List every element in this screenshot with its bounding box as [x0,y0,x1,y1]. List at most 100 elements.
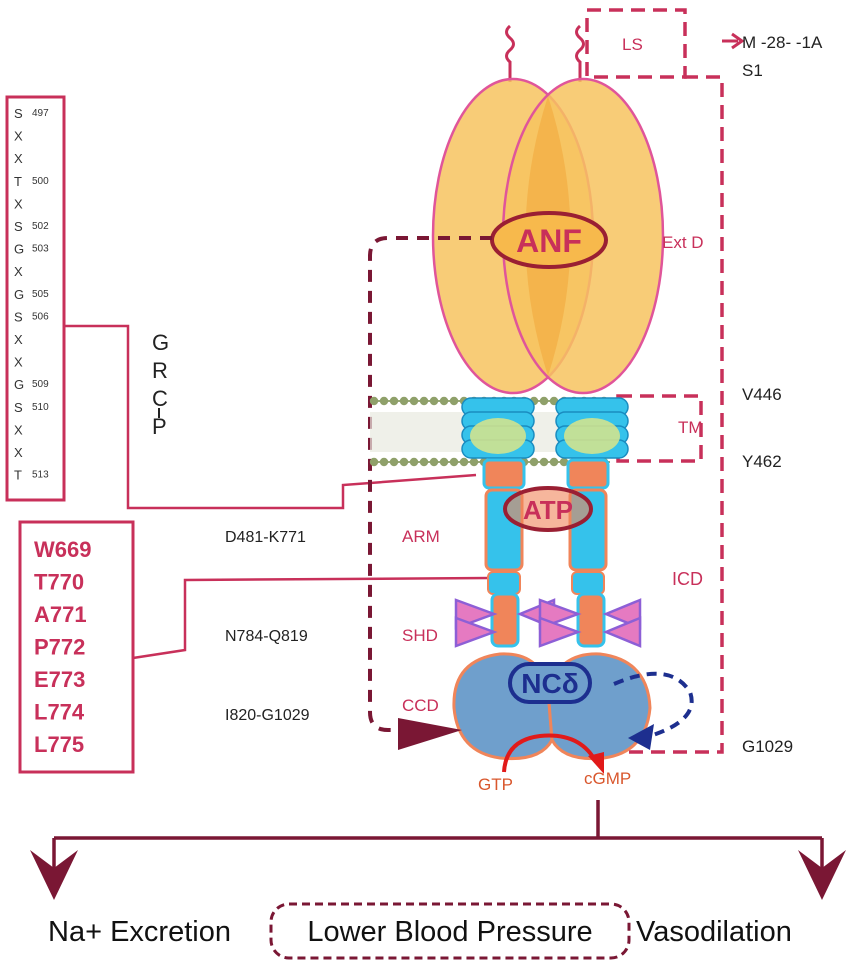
motif-residue: G [14,377,24,392]
motif-residue: X [14,196,23,211]
grcp-r: R [152,358,168,383]
motif-residue: X [14,355,23,370]
output-right-arrowhead [798,850,846,900]
cgmp-label: cGMP [584,769,631,788]
anf-feedback-path [368,236,492,732]
glycan-right [575,24,585,82]
lipid-head [439,396,449,406]
lipid-head [449,396,459,406]
gtp-to-cgmp-arrowhead [588,752,604,774]
lipid-head [399,396,409,406]
lipid-head [429,457,439,467]
lipid-head [389,396,399,406]
motif-residue: G [14,287,24,302]
anf-feedback-arrowhead [398,718,462,750]
lipid-head [419,457,429,467]
motif-residue-number: 500 [32,176,49,187]
grcp-c: C [152,386,168,411]
hinge-residue: L774 [34,700,85,725]
lipid-head [439,457,449,467]
motif-residue: G [14,242,24,257]
motif-residue: T [14,468,22,483]
lipid-head [369,457,379,467]
motif-residue: S [14,309,23,324]
lipid-head [559,457,569,467]
lipid-head [409,396,419,406]
receptor-outline-dashed [618,75,724,754]
lipid-head [409,457,419,467]
motif-residue: S [14,219,23,234]
lipid-head [539,457,549,467]
output-left-arrowhead [30,850,78,900]
y462-residue-label: Y462 [742,452,782,471]
g1029-residue-label: G1029 [742,737,793,756]
motif-residue: X [14,264,23,279]
hinge-residue: E773 [34,667,85,692]
s1-residue-label: S1 [742,61,763,80]
motif-residue-number: 505 [32,289,49,300]
motif-residue: S [14,106,23,121]
n784-range-label: N784-Q819 [225,628,308,645]
lipid-head [469,457,479,467]
lipid-head [449,457,459,467]
nc-delta-label: NCδ [521,668,578,699]
ls-domain-label: LS [622,35,643,54]
atp-label: ATP [523,495,573,525]
anf-label: ANF [516,223,582,259]
motif-residue: S [14,400,23,415]
lipid-head [529,457,539,467]
ccd-domain-label: CCD [402,696,439,715]
m28-residue-label: M -28- -1A [742,33,823,52]
extd-domain-label: Ext D [662,233,704,252]
grcp-g: G [152,330,169,355]
lipid-head [549,457,559,467]
motif-residue: X [14,332,23,347]
ls-frame [585,8,687,79]
icd-domain-label: ICD [672,569,703,589]
motif-residue: X [14,422,23,437]
tm-helix-left [461,397,535,459]
hinge-connector-line [132,576,491,660]
nc-feedback-arrowhead [628,724,654,750]
motif-residue: T [14,174,22,189]
tm-helix-right [555,397,629,459]
i820-range-label: I820-G1029 [225,707,310,724]
atp-site [503,486,593,532]
lipid-head [539,396,549,406]
lipid-head [379,396,389,406]
hinge-residue: P772 [34,635,85,660]
gtp-to-cgmp-arrow [502,733,598,773]
motif-residue-number: 506 [32,311,49,322]
hinge-residue: L775 [34,732,84,757]
arm-right [566,458,610,595]
hinge-residue: T770 [34,570,84,595]
motif-residue-number: 503 [32,244,49,255]
arm-left [482,458,526,595]
v446-residue-label: V446 [742,385,782,404]
vasodilation-label: Vasodilation [636,916,792,948]
lipid-head [369,396,379,406]
nc-delta-site [508,662,592,704]
hinge-residue: A771 [34,602,87,627]
lower-bp-frame [269,902,631,960]
lipid-head [399,457,409,467]
ls-pointer-arrow [731,32,745,50]
motif-residue: X [14,445,23,460]
grcp-p: P [152,414,167,439]
lipid-head [459,457,469,467]
motif-residue-number: 509 [32,379,49,390]
hinge-residue: W669 [34,537,91,562]
na-excretion-label: Na+ Excretion [48,916,231,948]
glycan-left [505,24,515,82]
grcp-sequence: G R C P [152,330,169,439]
motif-residue-number: 513 [32,470,49,481]
motif-residue-number: 502 [32,221,49,232]
shd-domain-label: SHD [402,626,438,645]
gtp-label: GTP [478,775,513,794]
lower-bp-label: Lower Blood Pressure [307,916,592,948]
output-tree [30,800,846,900]
